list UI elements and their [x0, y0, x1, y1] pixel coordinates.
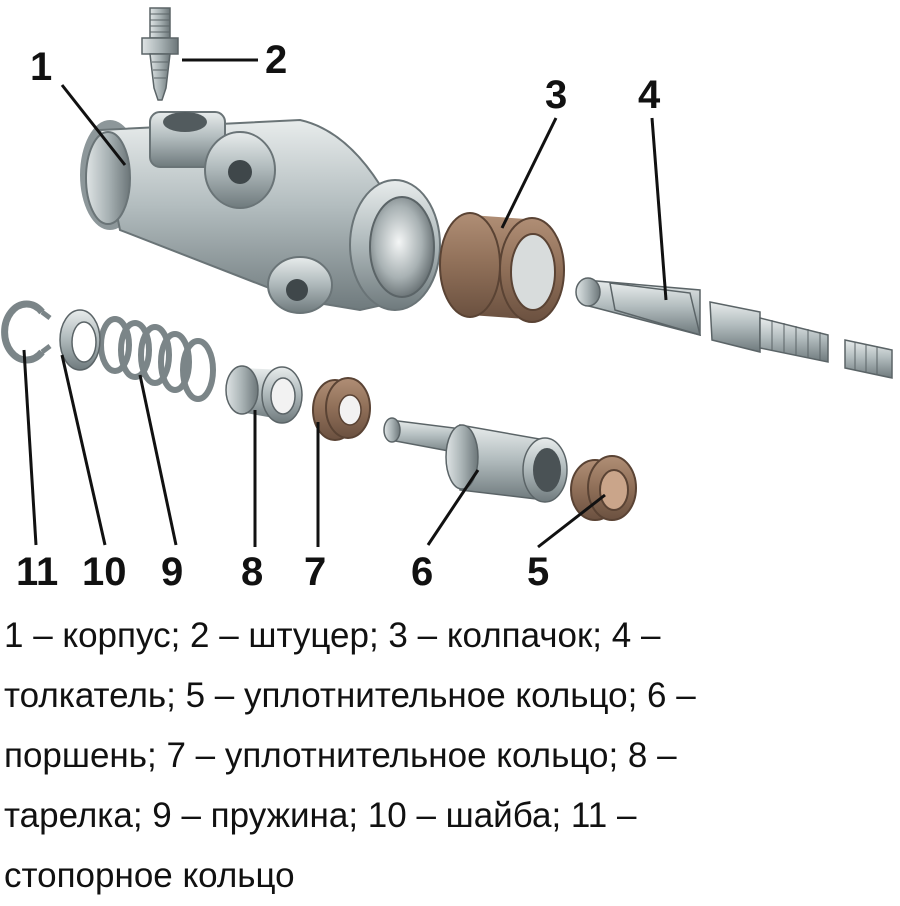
label-10: 10: [82, 550, 127, 594]
caption-line: 1 – корпус; 2 – штуцер; 3 – колпачок; 4 …: [4, 616, 661, 655]
label-3: 3: [545, 73, 567, 117]
caption-line: стопорное кольцо: [4, 856, 295, 895]
caption-line: толкатель; 5 – уплотнительное кольцо; 6 …: [4, 676, 696, 715]
part-cap: [439, 212, 565, 323]
leader-4: [650, 117, 668, 301]
part-piston: [383, 417, 568, 503]
label-5: 5: [527, 550, 549, 594]
leader-3: [500, 117, 558, 229]
part-seal-ring-7: [312, 377, 371, 441]
leader-9: [138, 374, 178, 546]
label-7: 7: [304, 550, 326, 594]
legend-caption: 1 – корпус; 2 – штуцер; 3 – колпачок; 4 …: [4, 606, 894, 906]
label-4: 4: [638, 73, 661, 117]
part-pushrod: [575, 277, 893, 379]
label-6: 6: [411, 550, 433, 594]
label-8: 8: [241, 550, 263, 594]
part-washer: [59, 309, 101, 371]
label-9: 9: [161, 550, 183, 594]
part-seal-ring-5: [570, 455, 637, 521]
part-spring: [98, 316, 216, 402]
label-2: 2: [265, 38, 287, 82]
part-body: [80, 111, 441, 314]
part-fitting: [141, 7, 179, 101]
leader-10: [60, 354, 107, 546]
caption-line: тарелка; 9 – пружина; 10 – шайба; 11 –: [4, 796, 637, 835]
part-retaining-ring: [1, 300, 52, 364]
caption-line: поршень; 7 – уплотнительное кольцо; 8 –: [4, 736, 677, 775]
leader-1: [60, 84, 127, 166]
exploded-diagram: 1 2 3 4 5 6 7 8 9 10 11: [1, 7, 893, 594]
label-1: 1: [30, 45, 52, 89]
leader-11: [22, 349, 38, 546]
part-plate: [225, 365, 303, 424]
label-11: 11: [16, 550, 58, 594]
leader-5: [537, 493, 606, 549]
leader-6: [426, 469, 480, 546]
